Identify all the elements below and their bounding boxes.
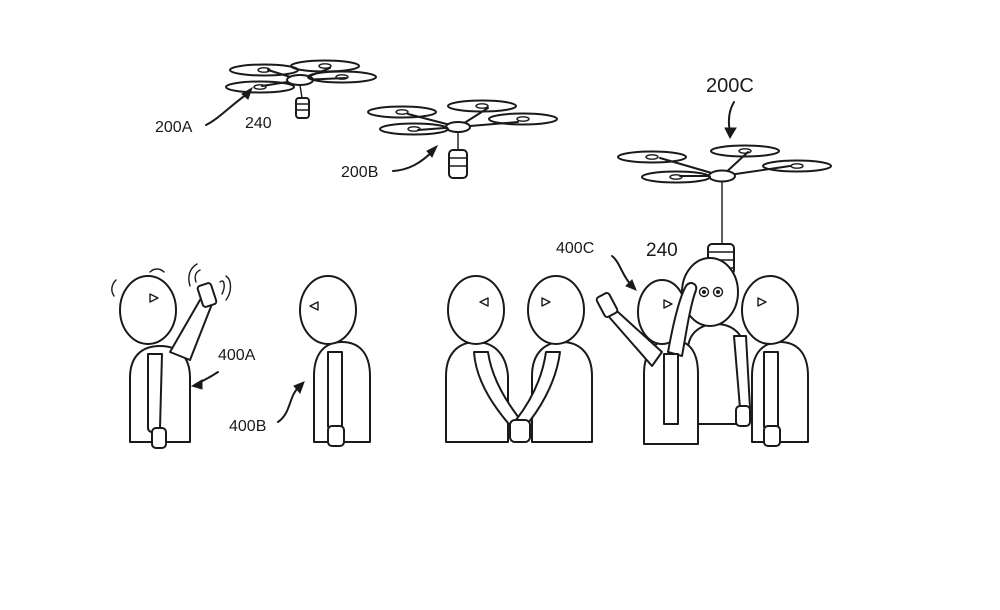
- person-400c: [595, 257, 751, 445]
- person-400a-phone: [196, 282, 218, 308]
- person-far-right: [741, 275, 809, 447]
- person-far-right-hand: [763, 425, 781, 447]
- drone-200c-frame: [617, 144, 832, 245]
- person-400a-arm: [147, 353, 163, 434]
- label-400b: 400B: [229, 418, 266, 435]
- couple-left-head: [447, 275, 505, 345]
- person-400c-phone: [595, 292, 619, 318]
- person-400a-signal-waves: [188, 263, 232, 301]
- arrowhead-400b: [293, 381, 305, 394]
- drone-200b-frame: [367, 99, 558, 151]
- drone-200b: [367, 99, 558, 179]
- label-200b: 200B: [341, 164, 378, 181]
- recipient-back-hand: [735, 405, 751, 427]
- drone-200a-frame: [225, 59, 377, 99]
- recipient-pupil-right: [716, 290, 720, 294]
- arrowhead-200b: [426, 144, 439, 158]
- person-400b-eye: [309, 301, 319, 311]
- arrowhead-400a: [190, 379, 203, 390]
- arrowhead-400c: [625, 279, 637, 291]
- drone-200b-payload: [448, 149, 468, 179]
- recipient-eye-right: [712, 286, 724, 298]
- leader-200a: [205, 91, 251, 126]
- label-400c: 400C: [556, 240, 594, 257]
- person-400a-head: [119, 275, 177, 345]
- recipient-pupil-left: [702, 290, 706, 294]
- person-400b: [299, 275, 371, 447]
- label-240-a: 240: [245, 115, 272, 132]
- couple-right-eye: [541, 297, 551, 307]
- person-far-right-head: [741, 275, 799, 345]
- person-400b-hand: [327, 425, 345, 447]
- couple-left-eye: [479, 297, 489, 307]
- label-240-c: 240: [646, 240, 678, 261]
- recipient-back-head: [681, 257, 739, 327]
- person-400a-eye: [149, 293, 159, 303]
- drone-200a: [225, 59, 377, 119]
- leader-400b: [277, 385, 301, 423]
- person-400a-head-waves: [111, 268, 165, 297]
- person-400c-reaching-arm: [667, 282, 698, 357]
- leader-400c: [611, 255, 633, 287]
- person-400a-hand: [151, 427, 167, 449]
- person-400c-front-arm: [663, 353, 679, 425]
- couple-right-head: [527, 275, 585, 345]
- recipient-eye-left: [698, 286, 710, 298]
- person-400a: [111, 263, 232, 449]
- couple-holding-hands: [445, 275, 593, 443]
- drone-200a-payload: [295, 97, 310, 119]
- arrowhead-200c: [724, 127, 737, 140]
- person-400b-arm: [327, 351, 343, 432]
- person-400c-eye: [663, 299, 673, 309]
- couple-joined-hands: [509, 419, 531, 443]
- leader-200b: [392, 149, 435, 172]
- arrowhead-200a: [241, 86, 253, 100]
- person-far-right-eye: [757, 297, 767, 307]
- label-200a: 200A: [155, 119, 193, 136]
- label-200c: 200C: [706, 75, 754, 97]
- person-400b-head: [299, 275, 357, 345]
- label-400a: 400A: [218, 347, 256, 364]
- person-far-right-arm: [763, 351, 779, 432]
